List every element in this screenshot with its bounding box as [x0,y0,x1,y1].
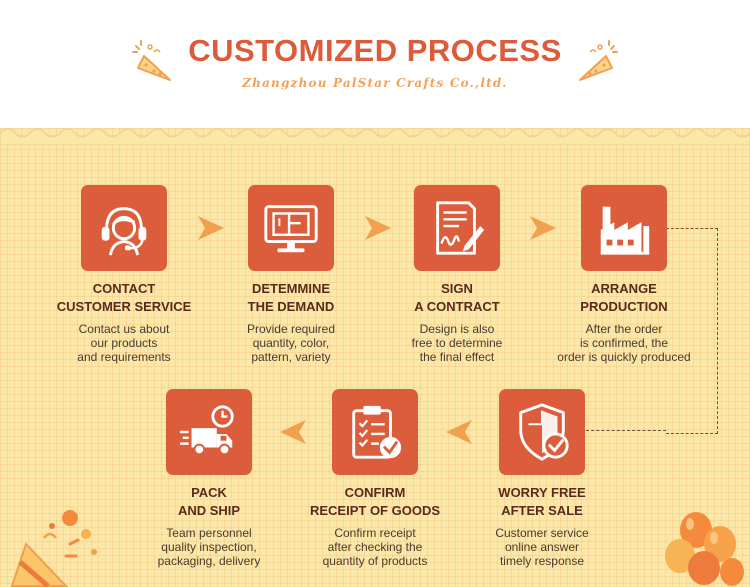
arrow-right-icon [198,216,224,240]
step-icon-box [499,389,585,475]
arrow-right-icon [530,216,556,240]
party-popper-icon [132,40,171,81]
sign-document-icon [436,201,485,255]
arrow-left-icon [446,420,472,444]
step-icon-box [81,185,167,271]
shield-check-icon [519,403,569,461]
factory-icon [600,206,650,255]
arrow-right-icon [365,216,391,240]
step-icon-box [332,389,418,475]
page-title: CUSTOMIZED PROCESS [188,33,562,68]
balloons-icon [665,512,744,586]
step-icon-box [414,185,500,271]
row-connector [666,228,718,434]
header: CUSTOMIZED PROCESS Zhangzhou PalStar Cra… [0,0,750,140]
party-popper-icon [579,40,618,81]
company-name: Zhangzhou PalStar Crafts Co.,ltd. [242,76,508,90]
delivery-truck-icon [179,405,234,456]
party-popper-icon [10,510,97,587]
arrow-left-icon [280,420,306,444]
wavy-divider [0,128,750,145]
headset-agent-icon [101,207,147,256]
step-icon-box [581,185,667,271]
step-icon-box [166,389,252,475]
clipboard-check-icon [352,405,402,459]
step-icon-box [248,185,334,271]
monitor-layout-icon [264,205,318,253]
row-connector [586,430,666,431]
